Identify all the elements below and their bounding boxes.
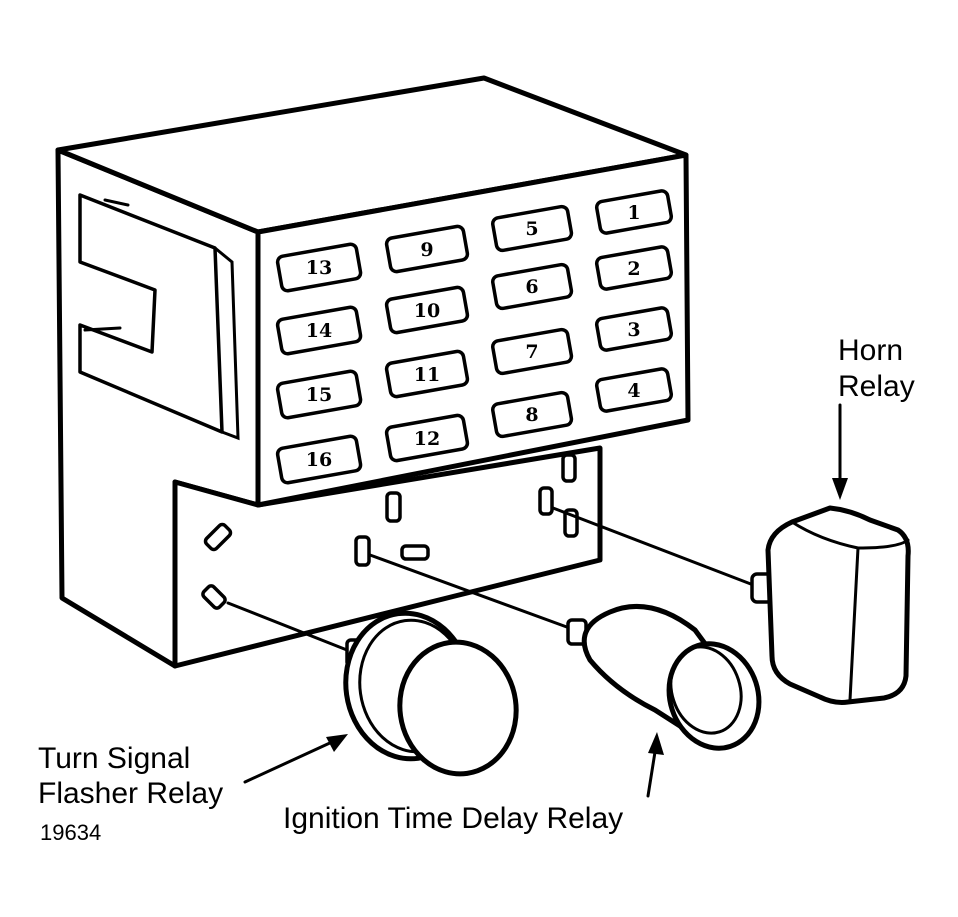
svg-text:9: 9 [420,239,433,261]
bracket-edge [213,246,240,441]
slot-right-top [561,453,577,483]
fuse-6: 6 [490,262,574,311]
fuse-13: 13 [275,242,363,293]
turn-signal-label-line2: Flasher Relay [38,777,223,810]
fuse-grid: 1 2 3 4 5 6 7 8 9 10 11 12 13 14 15 16 [275,189,674,485]
svg-text:6: 6 [525,276,538,298]
fuse-14: 14 [275,305,363,356]
fuse-1: 1 [594,189,674,235]
fuse-12: 12 [384,413,470,463]
horn-relay-label-line1: Horn [838,334,903,367]
fuse-7: 7 [490,327,574,376]
svg-text:16: 16 [306,449,332,471]
svg-text:10: 10 [414,300,440,322]
turn-signal-arrowhead [326,734,348,752]
svg-text:4: 4 [627,380,640,402]
ignition-relay-end-ring [669,645,743,735]
slot-right-mid [538,486,554,516]
svg-text:13: 13 [306,257,332,279]
horn-relay-corner-edge [848,546,860,702]
horn-relay-arrowhead [832,478,848,500]
fuse-4: 4 [594,367,674,413]
svg-text:14: 14 [306,320,332,342]
svg-text:5: 5 [525,218,538,240]
leader-arrows [243,403,848,798]
fuse-2: 2 [594,245,674,291]
fuse-8: 8 [490,390,574,439]
ignition-arrow-line [646,750,657,798]
fuse-5: 5 [490,204,574,253]
slot-center-upper [385,491,402,523]
ignition-delay-relay [566,603,762,751]
svg-text:15: 15 [306,384,332,406]
fuse-3: 3 [594,306,674,352]
slot-left-lower [201,584,227,610]
bracket-tab-mid [83,326,122,332]
ignition-relay-label: Ignition Time Delay Relay [283,802,623,835]
turn-signal-lead [226,601,354,654]
svg-text:8: 8 [525,404,538,426]
slot-center-left [354,535,371,567]
slot-center-lower [400,544,430,561]
slot-left-upper [203,522,233,552]
ignition-arrowhead [648,732,664,755]
horn-relay [750,505,911,705]
horn-relay-body [765,505,911,705]
horn-relay-lead [551,506,758,588]
svg-text:7: 7 [525,341,538,363]
turn-signal-label-line1: Turn Signal [38,742,190,775]
labels: Horn Relay Turn Signal Flasher Relay Ign… [38,334,915,845]
connection-lines [226,506,758,654]
flasher-relay-cap [397,639,519,777]
horn-relay-label-line2: Relay [838,370,915,403]
fuse-16: 16 [275,434,363,485]
svg-text:11: 11 [414,364,440,386]
ignition-delay-lead [368,553,577,632]
fuse-11: 11 [384,349,470,399]
fuse-15: 15 [275,369,363,420]
turn-signal-flasher-relay [343,610,519,777]
fuse-9: 9 [384,224,470,274]
svg-text:12: 12 [414,428,440,450]
svg-text:2: 2 [627,258,640,280]
svg-text:1: 1 [627,202,640,224]
turn-signal-arrow-line [243,740,334,784]
fuse-block [55,75,691,669]
figure-number: 19634 [40,820,101,845]
side-connector-bracket [78,193,224,434]
svg-text:3: 3 [627,319,640,341]
bracket-tab-top [103,198,130,207]
fuse-10: 10 [384,285,470,335]
fuse-block-front-face [255,152,691,508]
